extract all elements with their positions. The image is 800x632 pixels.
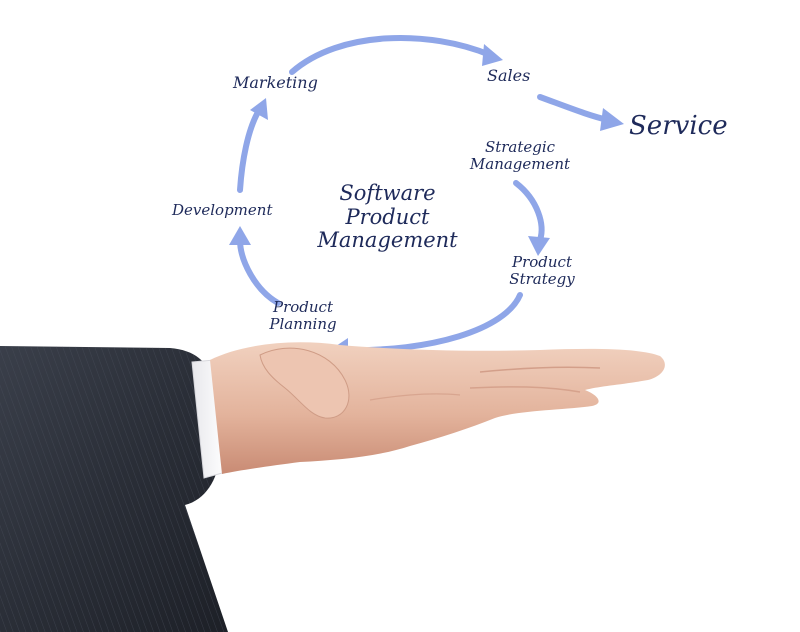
- cycle-arrows: [229, 35, 624, 362]
- node-strategic-management: Strategic Management: [450, 139, 590, 173]
- node-marketing: Marketing: [233, 73, 318, 92]
- arrow-strategy-to-planning: [342, 292, 523, 354]
- arrowhead: [528, 236, 550, 256]
- hand-photo: [0, 342, 665, 632]
- planning-line-2: Planning: [269, 314, 337, 333]
- arrow-planning-to-development: [237, 237, 281, 306]
- node-sales: Sales: [487, 66, 531, 85]
- node-product-planning: Product Planning: [248, 299, 358, 333]
- center-title-line-3: Management: [317, 228, 458, 253]
- center-title-line-1: Software: [339, 181, 436, 205]
- arrow-sales-to-service: [537, 94, 611, 123]
- center-title-line-2: Product: [345, 204, 430, 229]
- strategic-line-1: Strategic: [484, 138, 556, 156]
- strategy-line-2: Strategy: [509, 269, 575, 288]
- thumb: [259, 347, 350, 419]
- arrowhead: [250, 98, 268, 120]
- strategic-line-2: Management: [469, 154, 571, 173]
- node-development: Development: [172, 201, 273, 219]
- arrowhead: [229, 226, 251, 245]
- arrowhead: [482, 44, 503, 66]
- arrow-development-to-marketing: [237, 109, 261, 193]
- node-service: Service: [629, 111, 728, 141]
- center-title: Software Product Management: [285, 181, 490, 253]
- node-product-strategy: Product Strategy: [492, 254, 592, 288]
- arrowhead: [600, 108, 624, 131]
- strategy-line-1: Product: [512, 253, 572, 271]
- planning-line-1: Product: [273, 298, 333, 316]
- arrow-strategic-to-strategy: [513, 180, 545, 243]
- arrow-marketing-to-sales: [289, 35, 493, 75]
